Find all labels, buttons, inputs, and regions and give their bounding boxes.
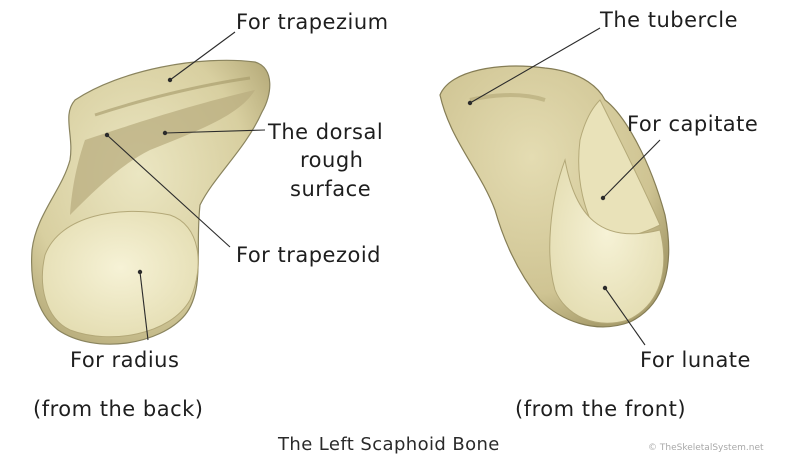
label-dorsal-line2: rough — [300, 148, 363, 172]
label-for-trapezoid: For trapezoid — [236, 243, 381, 267]
label-dorsal-line3: surface — [290, 177, 371, 201]
label-for-radius: For radius — [70, 348, 179, 372]
caption-from-front: (from the front) — [515, 397, 686, 421]
label-dorsal-line1: The dorsal — [268, 120, 383, 144]
scaphoid-back-view — [32, 60, 270, 344]
label-the-tubercle: The tubercle — [600, 8, 738, 32]
watermark: © TheSkeletalSystem.net — [648, 443, 764, 453]
label-for-trapezium: For trapezium — [236, 10, 389, 34]
caption-from-back: (from the back) — [33, 397, 203, 421]
diagram-title: The Left Scaphoid Bone — [278, 434, 500, 455]
label-for-capitate: For capitate — [627, 112, 758, 136]
scaphoid-front-view — [440, 66, 669, 327]
label-for-lunate: For lunate — [640, 348, 751, 372]
